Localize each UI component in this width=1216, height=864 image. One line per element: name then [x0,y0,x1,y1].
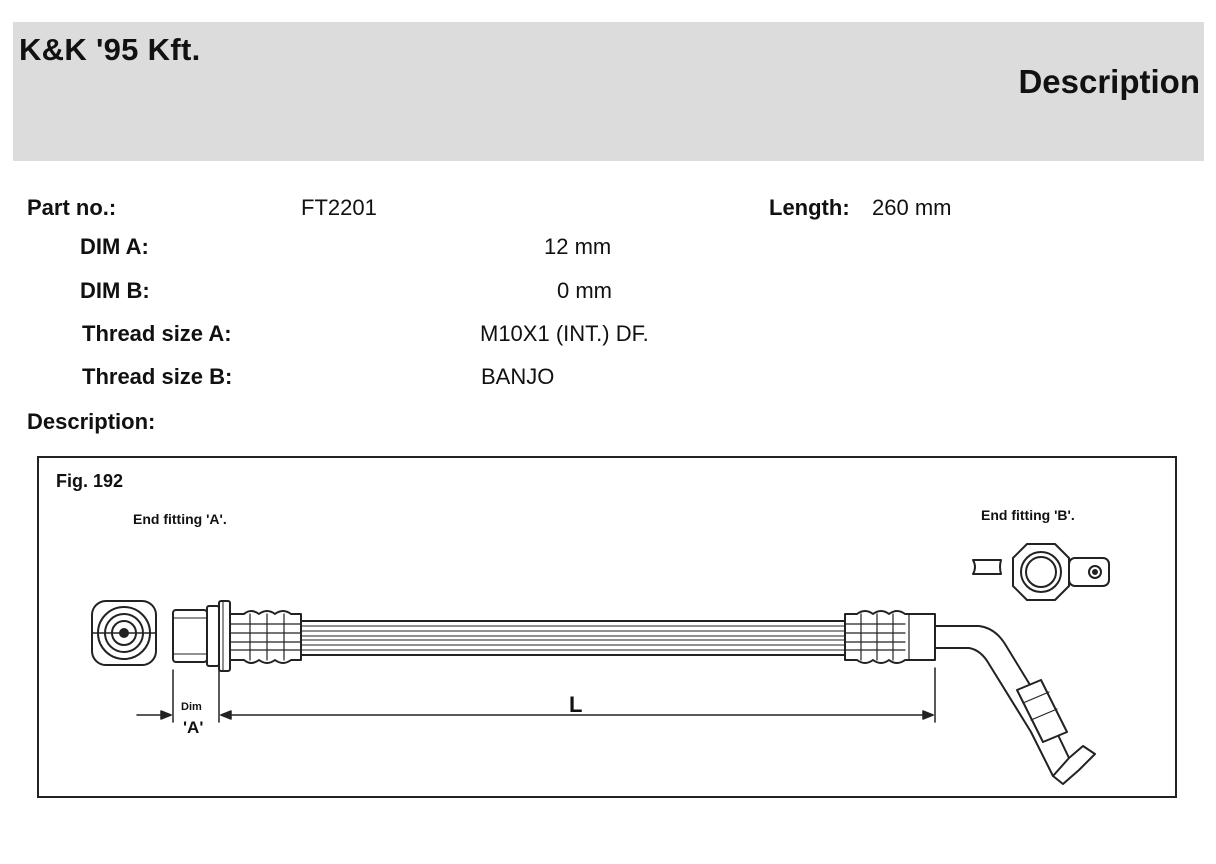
length-label: Length: [769,195,850,220]
dim-label-bottom: 'A' [183,718,204,737]
figure-box: Fig. 192 End fitting 'A'. End fitting 'B… [37,456,1177,798]
thread-b-value: BANJO [481,364,555,389]
fitting-a-front-view [91,600,157,666]
dim-b-label: DIM B: [80,278,150,303]
crimp-ferrule-b [844,610,936,664]
end-fitting-b-label: End fitting 'B'. [981,507,1075,523]
description-label: Description: [27,409,156,434]
fitting-a-side-view [172,600,231,672]
part-no-value: FT2201 [301,195,377,220]
dim-label-top: Dim [181,701,202,713]
thread-a-value: M10X1 (INT.) DF. [480,321,649,346]
crimp-ferrule-a [229,610,302,664]
hose-drawing [91,543,1110,785]
bent-tube-b [934,625,1096,785]
figure-label: Fig. 192 [56,471,124,491]
hose-body [300,620,846,656]
dim-b-value: 0 mm [557,278,612,303]
thread-b-label: Thread size B: [82,364,233,389]
fitting-b-banjo-view [972,543,1110,601]
part-no-label: Part no.: [27,195,117,220]
end-fitting-a-label: End fitting 'A'. [133,511,227,527]
company-name: K&K '95 Kft. [19,32,201,67]
dim-a-label: DIM A: [80,234,149,259]
dim-a-value: 12 mm [544,234,612,259]
dimension-lines [136,667,936,723]
header-bar: K&K '95 Kft. Description [13,22,1204,161]
length-dimension-label: L [569,692,583,717]
thread-a-label: Thread size A: [82,321,232,346]
length-value: 260 mm [872,195,952,220]
header-title: Description [1018,63,1200,100]
